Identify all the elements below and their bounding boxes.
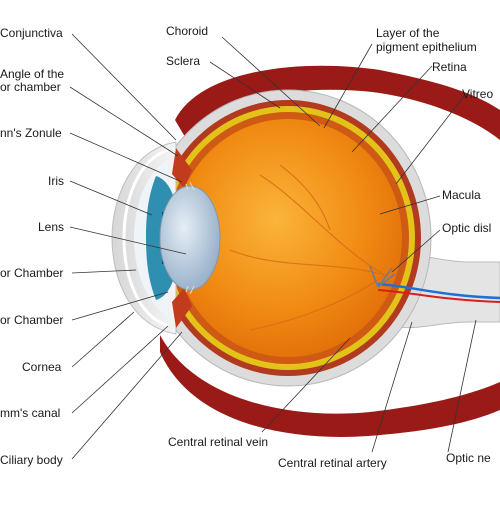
label-cornea: Cornea	[22, 360, 62, 374]
label-angle-chamber-line1: Angle of the	[0, 67, 65, 81]
label-anterior-chamber: or Chamber	[0, 266, 64, 280]
label-central-retinal-vein: Central retinal vein	[168, 435, 269, 449]
label-central-retinal-artery: Central retinal artery	[278, 456, 387, 470]
label-posterior-chamber: or Chamber	[0, 313, 64, 327]
label-angle-chamber-line2: or chamber	[0, 80, 61, 94]
leader-lines	[69, 33, 477, 460]
optic-disc-vessels	[369, 265, 396, 288]
central-retinal-artery	[377, 289, 500, 303]
ciliary-body-upper	[172, 148, 192, 188]
upper-extraocular-muscle	[175, 65, 500, 142]
label-iris: Iris	[48, 174, 64, 188]
vitreous-body	[174, 119, 402, 357]
label-pigment-line1: Layer of the	[376, 26, 440, 40]
central-retinal-vein	[377, 282, 500, 300]
label-optic-nerve: Optic ne	[446, 451, 491, 465]
label-choroid: Choroid	[166, 24, 209, 38]
zonule-fibers	[185, 181, 195, 295]
label-vitreous: Vitreo	[462, 87, 494, 101]
label-macula: Macula	[442, 188, 481, 202]
label-pigment-line2: pigment epithelium	[376, 40, 477, 54]
label-retina: Retina	[432, 60, 467, 74]
label-lens: Lens	[38, 220, 65, 234]
label-optic-disc: Optic disl	[442, 221, 492, 235]
label-schlemm-canal: mm's canal	[0, 406, 61, 420]
label-conjunctiva: Conjunctiva	[0, 26, 63, 40]
lens	[159, 185, 221, 291]
label-ciliary-body: Ciliary body	[0, 453, 63, 467]
label-zonule: nn's Zonule	[0, 126, 62, 140]
label-sclera: Sclera	[166, 54, 201, 68]
retinal-vessels	[229, 164, 386, 331]
ciliary-body-lower	[172, 288, 192, 328]
lower-extraocular-muscle	[160, 335, 500, 437]
